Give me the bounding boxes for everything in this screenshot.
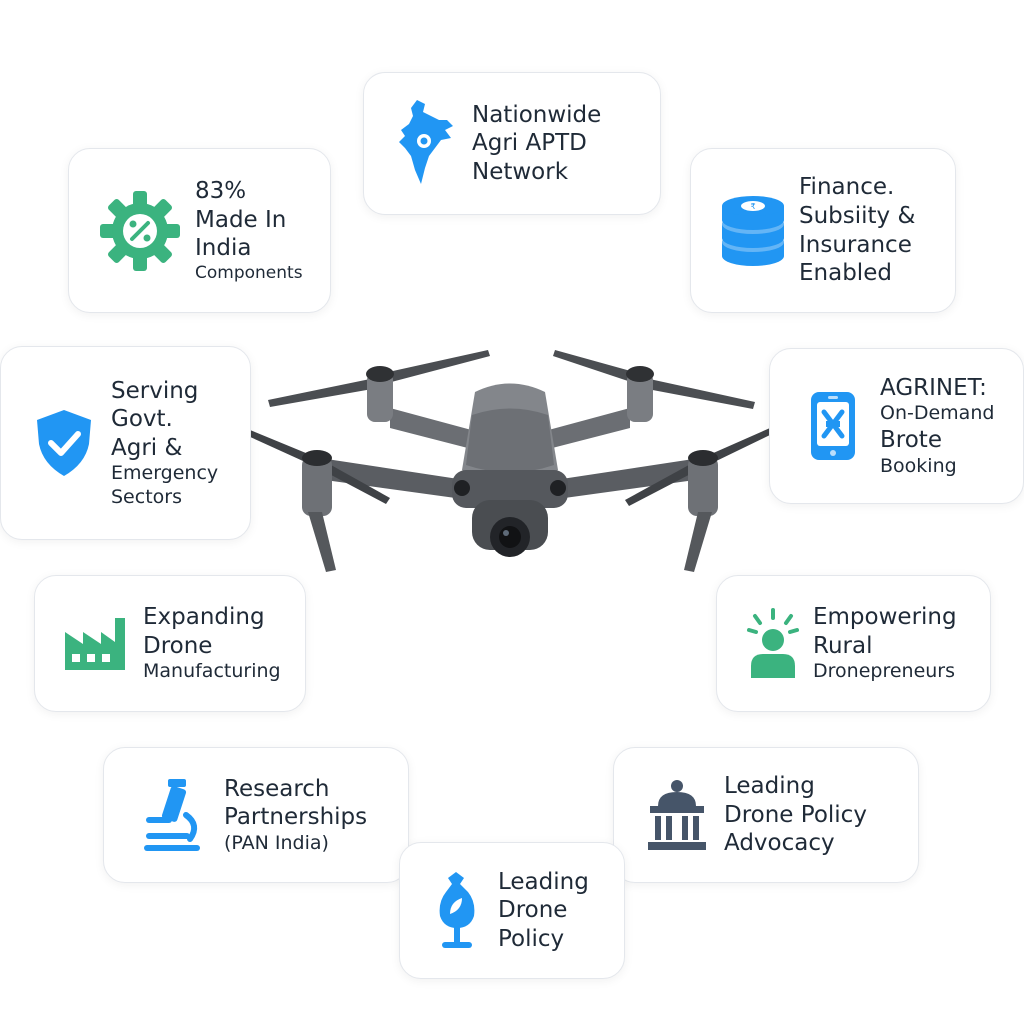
serving-line-5: Sectors	[111, 485, 182, 508]
made-in-india-line-2: Made In	[195, 206, 287, 233]
person-spark-icon	[733, 607, 813, 680]
research-line-1: Research	[224, 775, 330, 802]
percent-gear-icon	[85, 189, 195, 273]
coin-stack-icon: ₹	[707, 194, 799, 268]
serving-line-2: Govt.	[111, 406, 173, 433]
card-policy-advocacy: Leading Drone Policy Advocacy	[613, 747, 919, 883]
policy-text: Leading Drone Policy	[498, 868, 589, 954]
factory-icon	[51, 616, 143, 672]
card-agrinet-booking: AGRINET: On-Demand Brote Booking	[769, 348, 1024, 504]
made-in-india-line-3: India	[195, 235, 252, 262]
agrinet-line-4: Booking	[880, 454, 957, 477]
manufacturing-line-1: Expanding	[143, 604, 265, 631]
serving-line-1: Serving	[111, 377, 199, 404]
policy-advocacy-line-2: Drone Policy	[724, 801, 867, 828]
card-serving-sectors: Serving Govt. Agri & Emergency Sectors	[0, 346, 251, 540]
india-map-icon	[380, 98, 472, 190]
policy-advocacy-line-1: Leading	[724, 773, 815, 800]
card-research-partnerships: Research Partnerships (PAN India)	[103, 747, 409, 883]
rural-line-1: Empowering	[813, 604, 957, 631]
policy-line-1: Leading	[498, 868, 589, 895]
policy-line-2: Drone	[498, 897, 568, 924]
government-building-icon	[630, 778, 724, 852]
made-in-india-line-1: 83%	[195, 178, 247, 205]
agrinet-line-3: Brote	[880, 427, 942, 453]
card-made-in-india: 83% Made In India Components	[68, 148, 331, 313]
card-expanding-manufacturing: Expanding Drone Manufacturing	[34, 575, 306, 712]
seedling-hand-icon	[416, 870, 498, 952]
finance-text: Finance. Subsiity & Insurance Enabled	[799, 173, 915, 287]
card-leading-drone-policy: Leading Drone Policy	[399, 842, 625, 979]
made-in-india-text: 83% Made In India Components	[195, 177, 303, 284]
agrinet-line-1: AGRINET:	[880, 374, 987, 401]
shield-check-icon	[17, 408, 111, 478]
card-nationwide-network: Nationwide Agri APTD Network	[363, 72, 661, 215]
drone-illustration	[248, 350, 772, 572]
finance-line-1: Finance.	[799, 174, 895, 201]
policy-line-3: Policy	[498, 925, 565, 952]
serving-line-3: Agri &	[111, 434, 183, 461]
finance-line-3: Insurance	[799, 231, 912, 258]
svg-text:₹: ₹	[750, 202, 755, 211]
rural-line-3: Dronepreneurs	[813, 660, 956, 683]
policy-advocacy-text: Leading Drone Policy Advocacy	[724, 772, 867, 858]
research-line-3: (PAN India)	[224, 831, 329, 854]
nationwide-line-3: Network	[472, 158, 569, 185]
manufacturing-line-3: Manufacturing	[143, 660, 281, 683]
manufacturing-text: Expanding Drone Manufacturing	[143, 603, 281, 684]
made-in-india-line-4: Components	[195, 262, 303, 283]
nationwide-line-2: Agri APTD	[472, 130, 587, 157]
manufacturing-line-2: Drone	[143, 632, 213, 659]
research-text: Research Partnerships (PAN India)	[224, 775, 367, 856]
research-line-2: Partnerships	[224, 804, 368, 831]
rural-line-2: Rural	[813, 632, 873, 659]
rural-text: Empowering Rural Dronepreneurs	[813, 603, 957, 684]
policy-advocacy-line-3: Advocacy	[724, 830, 835, 857]
smartphone-app-icon	[786, 390, 880, 462]
microscope-icon	[120, 777, 224, 853]
finance-line-4: Enabled	[799, 260, 892, 287]
agrinet-line-2: On-Demand	[880, 402, 995, 425]
card-empowering-rural: Empowering Rural Dronepreneurs	[716, 575, 991, 712]
agrinet-text: AGRINET: On-Demand Brote Booking	[880, 374, 994, 478]
serving-text: Serving Govt. Agri & Emergency Sectors	[111, 377, 218, 510]
card-finance-subsidy-insurance: ₹ Finance. Subsiity & Insurance Enabled	[690, 148, 956, 313]
finance-line-2: Subsiity &	[799, 202, 916, 229]
serving-line-4: Emergency	[111, 462, 219, 485]
nationwide-text: Nationwide Agri APTD Network	[472, 101, 601, 187]
nationwide-line-1: Nationwide	[472, 101, 602, 128]
